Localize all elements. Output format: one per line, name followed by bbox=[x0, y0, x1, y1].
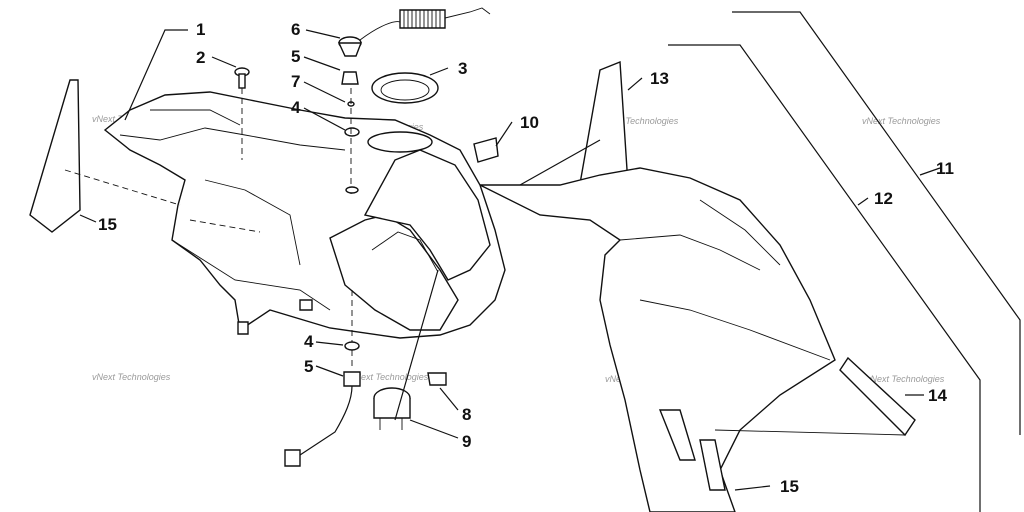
watermark: vNext Technologies bbox=[600, 116, 679, 126]
callout-13: 13 bbox=[650, 69, 669, 88]
leader-12 bbox=[668, 44, 981, 512]
grommet bbox=[341, 71, 359, 85]
callout-9: 9 bbox=[462, 432, 471, 451]
callout-5: 5 bbox=[304, 357, 313, 376]
callout-8: 8 bbox=[462, 405, 471, 424]
screw-shank bbox=[238, 73, 246, 89]
stripe-decal bbox=[658, 409, 696, 461]
callout-15: 15 bbox=[780, 477, 799, 496]
callout-5: 5 bbox=[291, 47, 300, 66]
callout-4: 4 bbox=[291, 98, 301, 117]
hardware-stack bbox=[234, 7, 491, 467]
tether-spring bbox=[399, 7, 491, 29]
callout-1: 1 bbox=[196, 20, 205, 39]
fuel-level-sensor bbox=[373, 387, 411, 430]
callout-3: 3 bbox=[458, 59, 467, 78]
callout-11: 11 bbox=[936, 159, 954, 178]
gauge-bezel bbox=[473, 137, 499, 163]
o-ring bbox=[344, 341, 360, 351]
watermark: vNext Technologies bbox=[866, 374, 945, 384]
callout-15: 15 bbox=[98, 215, 117, 234]
right-trim-decal bbox=[839, 356, 916, 437]
fuel-line bbox=[299, 385, 353, 456]
hood-side-panels bbox=[479, 60, 916, 512]
callout-4: 4 bbox=[304, 332, 314, 351]
leader-lines bbox=[79, 29, 941, 491]
filler-cap-ring bbox=[371, 72, 439, 104]
callout-14: 14 bbox=[928, 386, 947, 405]
fuel-tank-assembly bbox=[64, 91, 506, 339]
callout-2: 2 bbox=[196, 48, 205, 67]
fuel-fitting bbox=[343, 371, 361, 387]
o-ring bbox=[344, 127, 360, 137]
watermark: vNext Technologies bbox=[350, 372, 429, 382]
callout-7: 7 bbox=[291, 72, 300, 91]
line-connector bbox=[284, 449, 301, 467]
leader-11 bbox=[732, 11, 1021, 435]
callout-6: 6 bbox=[291, 20, 300, 39]
callout-labels: 1 2 3 4 4 5 5 6 7 8 9 10 11 12 13 14 15 … bbox=[98, 20, 954, 496]
watermark: vNext Technologies bbox=[862, 116, 941, 126]
clip bbox=[427, 372, 447, 386]
filler-neck-opening bbox=[367, 131, 433, 153]
watermark: vNext Technologies bbox=[92, 372, 171, 382]
callout-12: 12 bbox=[874, 189, 893, 208]
callout-10: 10 bbox=[520, 113, 539, 132]
left-decal-panel bbox=[29, 79, 81, 233]
